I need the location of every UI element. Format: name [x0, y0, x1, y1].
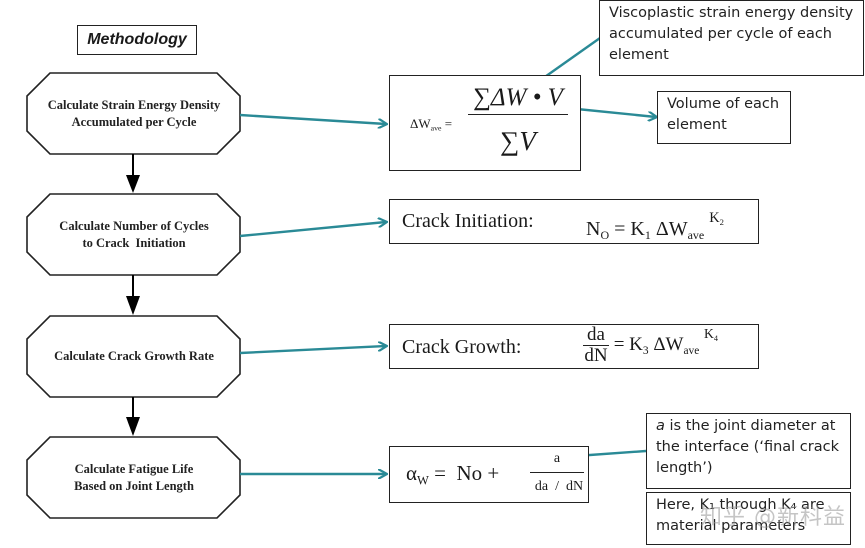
joint-diameter-note: a is the joint diameter at the interface… [646, 413, 851, 489]
eq1-denominator: ∑V [500, 126, 536, 156]
step-2-line-1: Calculate Number of Cycles [59, 218, 209, 233]
eq4-numerator: a [530, 451, 584, 473]
flow-arrow-2 [126, 275, 140, 315]
viscoplastic-note: Viscoplastic strain energy density accum… [599, 0, 864, 76]
step-4-line-1: Calculate Fatigue Life [74, 461, 194, 476]
step-1-line-2: Accumulated per Cycle [71, 114, 197, 129]
flow-arrow-3 [126, 397, 140, 436]
fatigue-life-equation: αW = No + a da / dN [389, 446, 589, 503]
eq4-lhs: αW = No + [406, 461, 500, 488]
variable-a: a [656, 418, 665, 434]
step-2-shape [26, 193, 241, 276]
step-3-line-1: Calculate Crack Growth Rate [54, 349, 214, 363]
eq2-formula: NO = K1 ΔWave K2 [586, 210, 724, 243]
step-4-shape [26, 436, 241, 519]
step-4-line-2: Based on Joint Length [74, 478, 194, 493]
step-1-shape [26, 72, 241, 155]
eq1-numerator: ∑ΔW • V [468, 84, 568, 115]
eq2-label: Crack Initiation: [402, 210, 534, 232]
step-3-shape [26, 315, 241, 398]
step-2-line-2: to Crack Initiation [82, 235, 186, 250]
eq3-label: Crack Growth: [402, 336, 522, 358]
joint-diameter-text: is the joint diameter at the interface (… [656, 418, 839, 476]
step-3-label: Calculate Crack Growth Rate [27, 316, 241, 397]
step-2-label: Calculate Number of Cycles to Crack Initi… [27, 194, 241, 275]
eq1-lhs: ΔWave = [410, 116, 453, 133]
methodology-title: Methodology [77, 25, 197, 55]
crack-initiation-equation: Crack Initiation: NO = K1 ΔWave K2 [389, 199, 759, 244]
step-1-line-1: Calculate Strain Energy Density [47, 97, 221, 112]
connector-step2-to-eq [239, 222, 386, 238]
connector-step3-to-eq [239, 346, 386, 355]
eq4-denominator: da / dN [534, 479, 584, 494]
connector-step1-to-eq [239, 113, 386, 124]
connector-volume-note [566, 106, 656, 117]
parameters-note: Here, K₁ through K₄ are material paramet… [646, 492, 851, 545]
volume-note: Volume of each element [657, 91, 791, 144]
strain-energy-equation: ΔWave = ∑ΔW • V ∑V [389, 75, 581, 171]
flow-arrow-1 [126, 154, 140, 193]
